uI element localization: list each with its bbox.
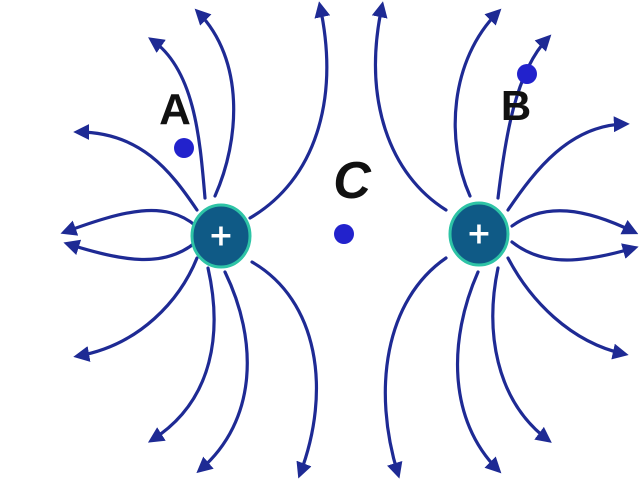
field-line-left-upper-4: [248, 1, 331, 220]
point-b-label: B: [501, 82, 531, 129]
field-line-left-upper-2: [148, 37, 207, 200]
point-b: B: [501, 64, 537, 129]
charge-sign-right: +: [466, 217, 491, 252]
positive-charge-left: [190, 203, 252, 269]
charge-right: +: [448, 201, 510, 267]
field-line-left-upper-1: [73, 124, 199, 212]
field-lines: [60, 1, 639, 479]
charge-left: +: [190, 203, 252, 269]
field-line-right-upper-1: [506, 116, 630, 212]
point-c-dot: [334, 224, 354, 244]
point-b-dot: [517, 64, 537, 84]
field-line-right-outer-up: [510, 209, 639, 235]
field-line-right-upper-3: [453, 8, 502, 198]
field-line-right-outer-down: [510, 240, 639, 262]
point-a-dot: [174, 138, 194, 158]
field-line-left-upper-3: [194, 8, 236, 198]
field-line-right-upper-2: [496, 34, 552, 200]
field-line-left-outer-down: [63, 239, 198, 262]
field-line-left-lower-4: [250, 260, 319, 479]
field-line-right-lower-3: [455, 270, 502, 474]
field-line-right-lower-1: [506, 256, 629, 360]
point-a-label: A: [159, 85, 191, 134]
field-line-right-lower-4: [383, 256, 448, 479]
positive-charge-right: [448, 201, 510, 267]
field-line-left-lower-2: [147, 266, 216, 443]
field-line-left-outer-up: [60, 209, 198, 236]
field-line-left-lower-1: [73, 256, 199, 362]
point-c-label: C: [333, 152, 372, 210]
field-line-right-lower-2: [491, 266, 552, 443]
field-line-left-lower-3: [196, 270, 249, 474]
charge-sign-left: +: [208, 219, 233, 254]
point-a: A: [159, 85, 194, 158]
field-line-right-upper-4: [371, 1, 448, 212]
point-c: C: [333, 152, 372, 244]
